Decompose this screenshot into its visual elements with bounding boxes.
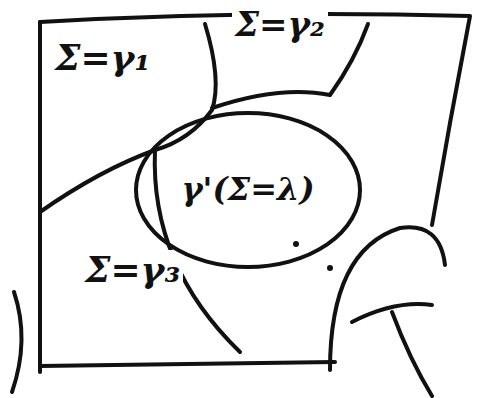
region-label: γ'(Σ=λ) [178,172,317,207]
ellipse-region: γ'(Σ=λ) [133,110,363,270]
cross-line [392,312,432,396]
left-bracket [12,292,22,392]
region-label: Σ=γ₁ [52,38,153,78]
top-right-border [40,14,470,225]
small-circle [330,227,445,370]
region-label: Σ=γ₂ [232,6,328,43]
left-border [38,22,42,372]
bottom-border [40,362,335,366]
dot [327,265,333,271]
region-label: Σ=γ₃ [82,250,183,290]
dot [293,241,299,247]
